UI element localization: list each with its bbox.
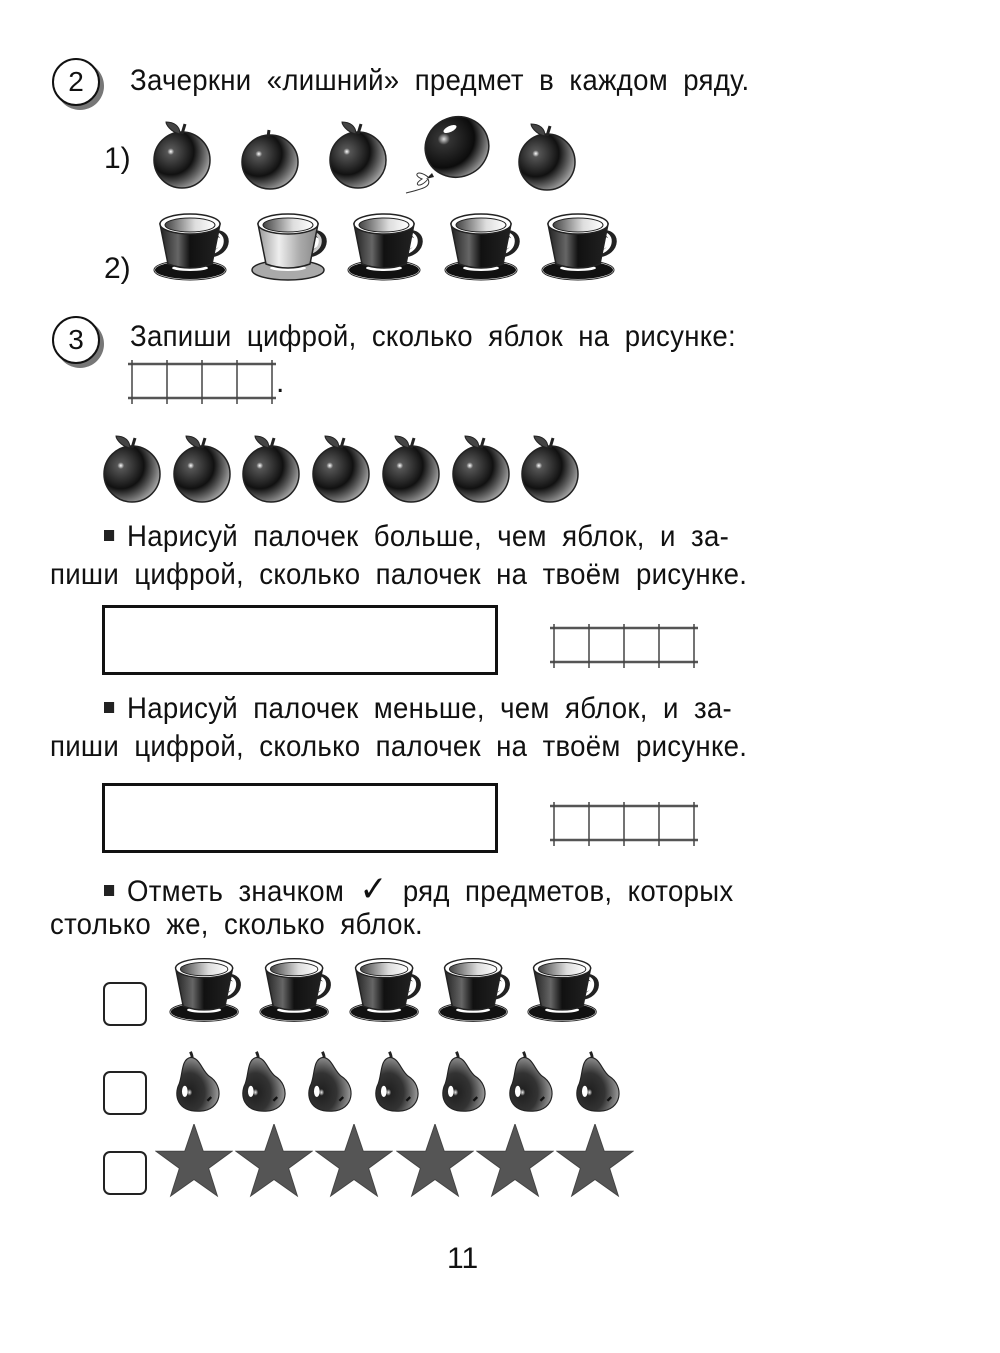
star-icon <box>315 1124 393 1198</box>
answer-cells[interactable] <box>550 624 698 668</box>
drawing-box-more[interactable] <box>102 605 498 675</box>
cup-icon <box>348 956 424 1024</box>
cup-icon[interactable] <box>443 212 523 282</box>
star-icon <box>235 1124 313 1198</box>
check-task-line1: Отметь значком ✓ ряд предметов, которых <box>104 868 733 910</box>
page-number: 11 <box>447 1242 479 1275</box>
checkbox-cups-row[interactable] <box>103 982 147 1026</box>
pear-icon <box>436 1048 492 1114</box>
apple-icon <box>381 434 441 504</box>
bullet-icon <box>104 529 115 541</box>
apple-icon <box>241 434 301 504</box>
subtask-more-line2: пиши цифрой, сколько палочек на твоём ри… <box>50 558 748 591</box>
answer-cells[interactable] <box>128 360 276 404</box>
subtask-less-line2: пиши цифрой, сколько палочек на твоём ри… <box>50 730 748 763</box>
cup-icon[interactable] <box>540 212 620 282</box>
subtask-more-line1: Нарисуй палочек больше, чем яблок, и за- <box>104 520 729 554</box>
subtask-text: Нарисуй палочек больше, чем яблок, и за- <box>127 520 730 553</box>
answer-period: . <box>276 366 285 399</box>
task-number-badge: 2 <box>52 58 100 106</box>
pear-icon <box>302 1048 358 1114</box>
pear-icon <box>369 1048 425 1114</box>
task-number: 2 <box>68 66 84 97</box>
row-label: 2) <box>104 252 131 285</box>
apple-icon <box>172 434 232 504</box>
star-icon <box>155 1124 233 1198</box>
pear-icon <box>570 1048 626 1114</box>
star-icon <box>396 1124 474 1198</box>
check-task-text: ряд предметов, которых <box>402 875 734 908</box>
apple-icon <box>311 434 371 504</box>
subtask-less-line1: Нарисуй палочек меньше, чем яблок, и за- <box>104 692 732 726</box>
apple-icon <box>520 434 580 504</box>
checkbox-pears-row[interactable] <box>103 1071 147 1115</box>
subtask-text: Нарисуй палочек меньше, чем яблок, и за- <box>127 692 732 725</box>
check-task-line2: столько же, сколько яблок. <box>50 908 424 941</box>
task-number: 3 <box>68 324 84 355</box>
checkmark-icon: ✓ <box>359 868 388 909</box>
apple-icon <box>451 434 511 504</box>
apple-icon[interactable] <box>517 122 577 192</box>
bullet-icon <box>104 701 115 713</box>
star-icon <box>556 1124 634 1198</box>
pear-icon <box>236 1048 292 1114</box>
apple-icon[interactable] <box>328 120 388 190</box>
task2-instruction: Зачеркни «лишний» предмет в каждом ряду. <box>130 64 750 97</box>
star-icon <box>476 1124 554 1198</box>
apple-icon[interactable] <box>152 120 212 190</box>
cup-icon <box>526 956 602 1024</box>
checkbox-stars-row[interactable] <box>103 1151 147 1195</box>
cup-icon <box>168 956 244 1024</box>
cup-icon[interactable] <box>152 212 232 282</box>
pear-icon <box>170 1048 226 1114</box>
cup-icon <box>437 956 513 1024</box>
task3-instruction: Запиши цифрой, сколько яблок на рисунке: <box>130 320 736 353</box>
apple-icon[interactable] <box>240 122 300 192</box>
row-label: 1) <box>104 142 131 175</box>
answer-cells[interactable] <box>550 802 698 846</box>
bullet-icon <box>104 884 115 896</box>
drawing-box-less[interactable] <box>102 783 498 853</box>
balloon-icon[interactable] <box>402 114 492 196</box>
task-number-badge: 3 <box>52 316 100 364</box>
pear-icon <box>503 1048 559 1114</box>
apple-icon <box>102 434 162 504</box>
cup-icon[interactable] <box>346 212 426 282</box>
cup-icon <box>258 956 334 1024</box>
cup-light-icon[interactable] <box>250 212 330 282</box>
check-task-text: Отметь значком <box>127 875 345 908</box>
